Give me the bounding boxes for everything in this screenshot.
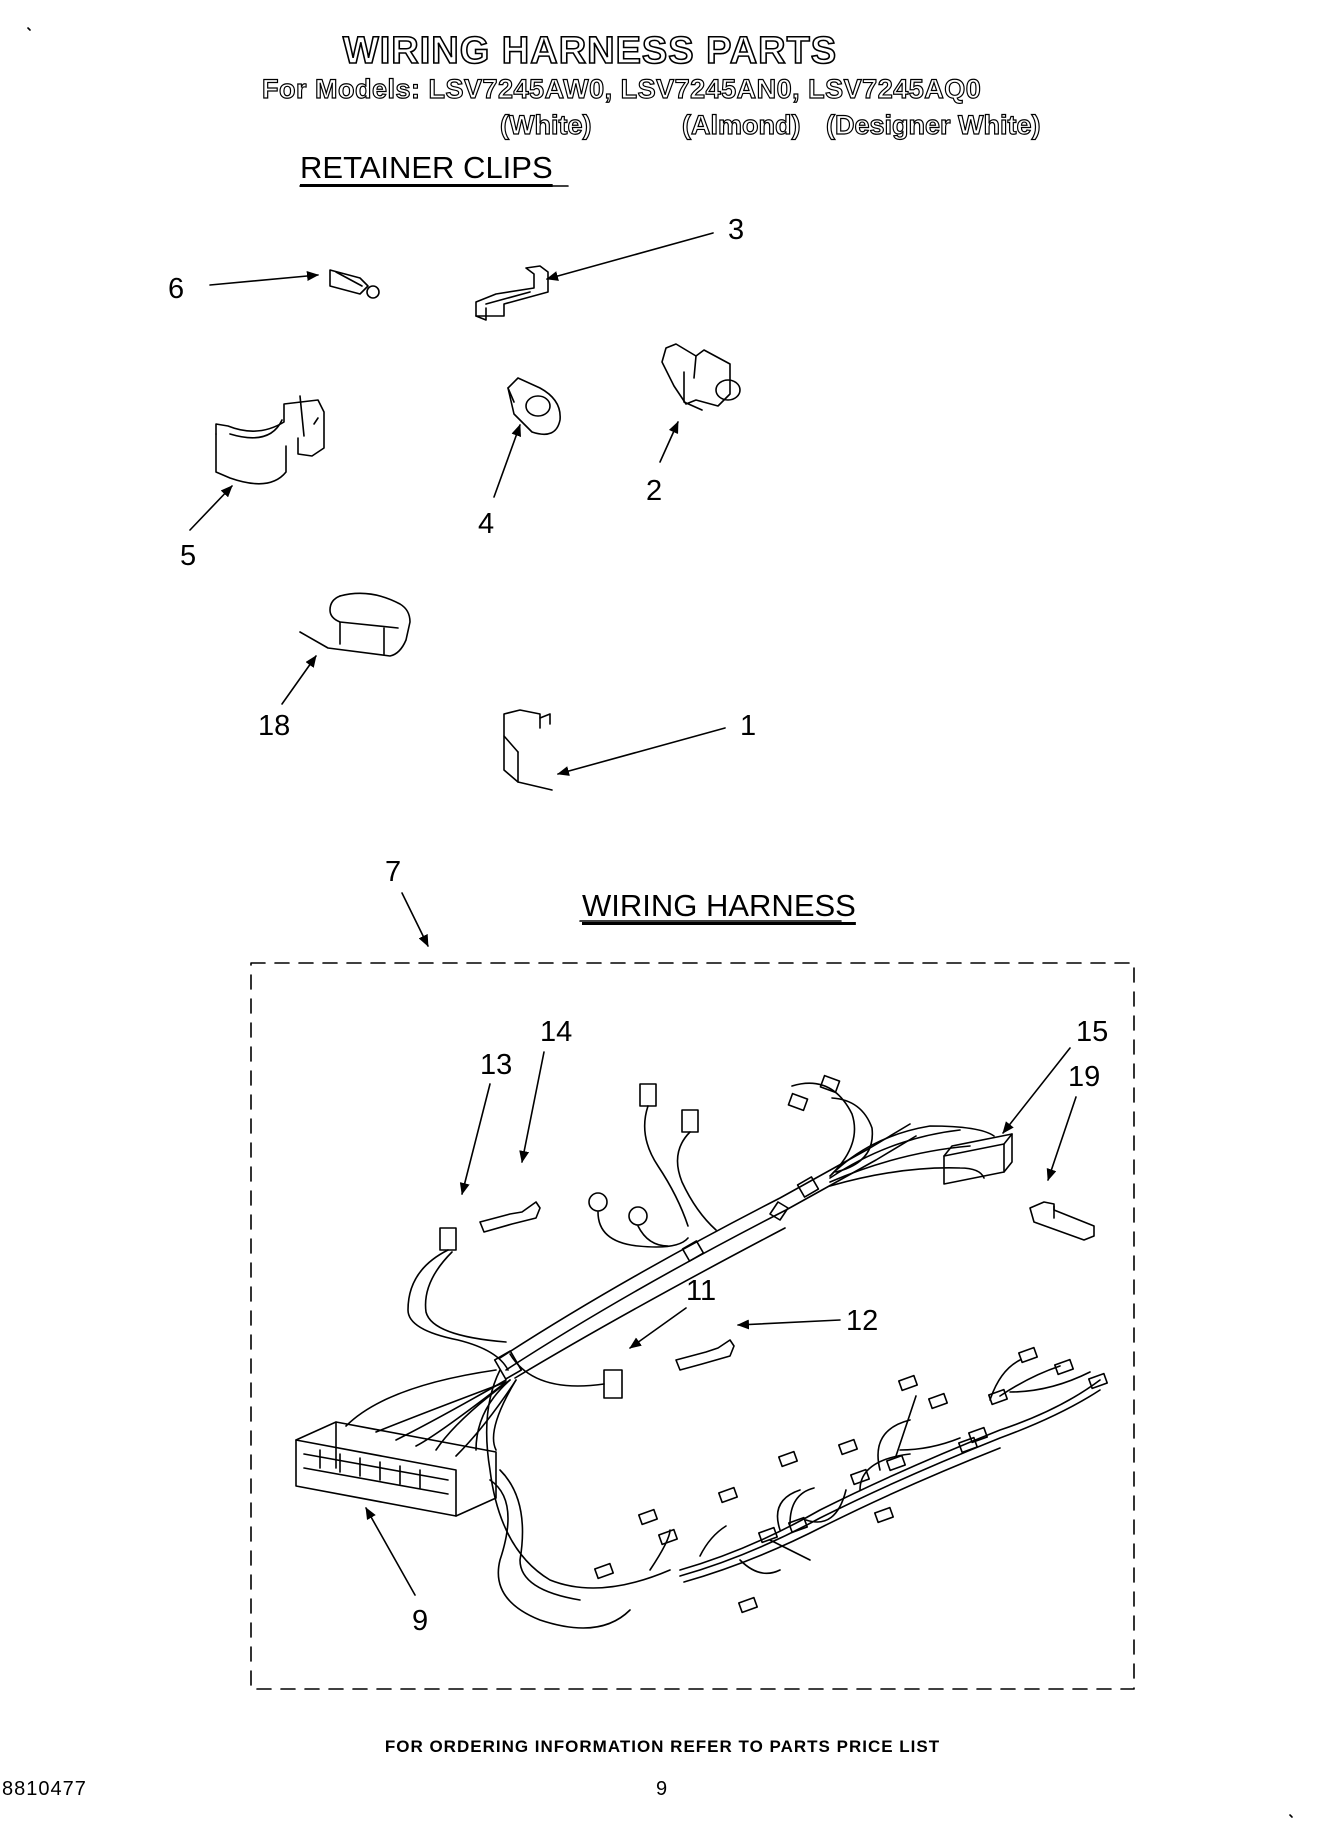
arrow-6 <box>209 271 319 286</box>
arrow-15 <box>1002 1047 1071 1134</box>
color-almond: (Almond) <box>681 109 801 140</box>
part-4-ring-clip <box>507 377 561 436</box>
arrow-7 <box>401 892 429 947</box>
ordering-note: FOR ORDERING INFORMATION REFER TO PARTS … <box>384 1737 941 1756</box>
callout-3: 3 <box>728 214 745 246</box>
models-line: For Models: LSV7245AW0, LSV7245AN0, LSV7… <box>261 73 982 104</box>
spade-terminals-lower <box>637 1346 1109 1614</box>
arrow-14 <box>519 1051 545 1163</box>
arrow-1 <box>557 727 726 776</box>
part-5-large-clip <box>215 395 325 485</box>
harness-box <box>250 962 1135 1690</box>
arrow-19 <box>1046 1096 1077 1181</box>
callout-6: 6 <box>168 273 185 305</box>
color-designer-white: (Designer White) <box>825 109 1041 140</box>
arrow-18 <box>281 655 317 705</box>
arrow-9 <box>365 1507 416 1596</box>
part-6-push-pin <box>329 269 380 299</box>
connector-9 <box>295 1369 631 1629</box>
part-3-clip <box>475 265 549 321</box>
page-title: WIRING HARNESS PARTS <box>342 29 838 73</box>
callout-12: 12 <box>846 1305 879 1337</box>
spade-terminals-top <box>787 1074 841 1112</box>
harness-branch-connectors <box>588 1083 789 1248</box>
callout-7: 7 <box>385 856 402 888</box>
retainer-clips-heading: RETAINER CLIPS <box>300 150 553 185</box>
arrow-5 <box>189 485 233 531</box>
callout-1: 1 <box>740 710 757 742</box>
page-mark-top <box>27 27 31 31</box>
callout-4: 4 <box>478 508 495 540</box>
part-1-clip <box>503 709 553 791</box>
arrow-12 <box>737 1319 841 1330</box>
terminal-12 <box>675 1339 735 1371</box>
color-white: (White) <box>499 109 592 140</box>
harness-trunk <box>493 1123 917 1380</box>
callout-15: 15 <box>1076 1016 1109 1048</box>
harness-lower-branch <box>485 1359 1101 1589</box>
callout-9: 9 <box>412 1605 429 1637</box>
terminal-14 <box>479 1201 541 1233</box>
callout-19: 19 <box>1068 1061 1101 1093</box>
arrow-4 <box>493 424 521 498</box>
arrow-11 <box>629 1307 687 1349</box>
arrow-3 <box>546 232 714 281</box>
arrow-13 <box>459 1083 491 1195</box>
callout-5: 5 <box>180 540 197 572</box>
part-2-clip <box>661 343 741 411</box>
callout-14: 14 <box>540 1016 573 1048</box>
callout-11: 11 <box>686 1275 717 1307</box>
page-mark-bottom <box>1289 1814 1293 1818</box>
terminal-19 <box>1029 1201 1095 1241</box>
wiring-harness-heading: WIRING HARNESS <box>582 888 856 923</box>
document-number: 8810477 <box>2 1778 87 1800</box>
callout-18: 18 <box>258 710 291 742</box>
page-number: 9 <box>656 1778 668 1800</box>
connector-13 <box>407 1227 509 1371</box>
connector-15 <box>791 1082 1013 1187</box>
callout-13: 13 <box>480 1049 513 1081</box>
arrow-2 <box>659 421 679 463</box>
part-18-sleeve <box>299 592 411 657</box>
callout-2: 2 <box>646 475 663 507</box>
connector-11 <box>509 1353 623 1399</box>
